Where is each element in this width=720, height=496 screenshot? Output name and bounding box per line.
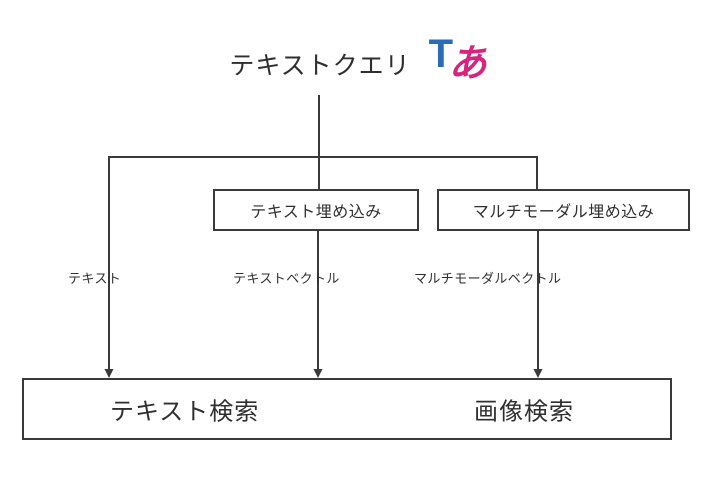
edge-label-text-vector: テキストベクトル: [233, 271, 340, 286]
node-multimodal-embedding: マルチモーダル埋め込み: [437, 189, 690, 231]
japanese-a-glyph: あ: [448, 40, 487, 85]
node-text-search-label: テキスト検索: [110, 398, 260, 426]
latin-t-glyph: T: [428, 32, 454, 76]
search-layer-labels: テキスト検索 画像検索: [24, 380, 670, 438]
query-node: テキストクエリ T あ: [170, 34, 550, 92]
node-search-layer: テキスト検索 画像検索: [22, 378, 672, 440]
node-text-embedding: テキスト埋め込み: [213, 189, 419, 231]
node-image-search-label: 画像検索: [474, 398, 574, 426]
node-multimodal-embedding-label: マルチモーダル埋め込み: [472, 204, 655, 221]
edge-label-text: テキスト: [68, 271, 122, 286]
edge-label-multimodal-vector: マルチモーダルベクトル: [414, 271, 562, 286]
text-translate-icon: T あ: [429, 34, 491, 90]
node-text-embedding-label: テキスト埋め込み: [250, 204, 382, 221]
query-node-label: テキストクエリ: [229, 52, 411, 80]
